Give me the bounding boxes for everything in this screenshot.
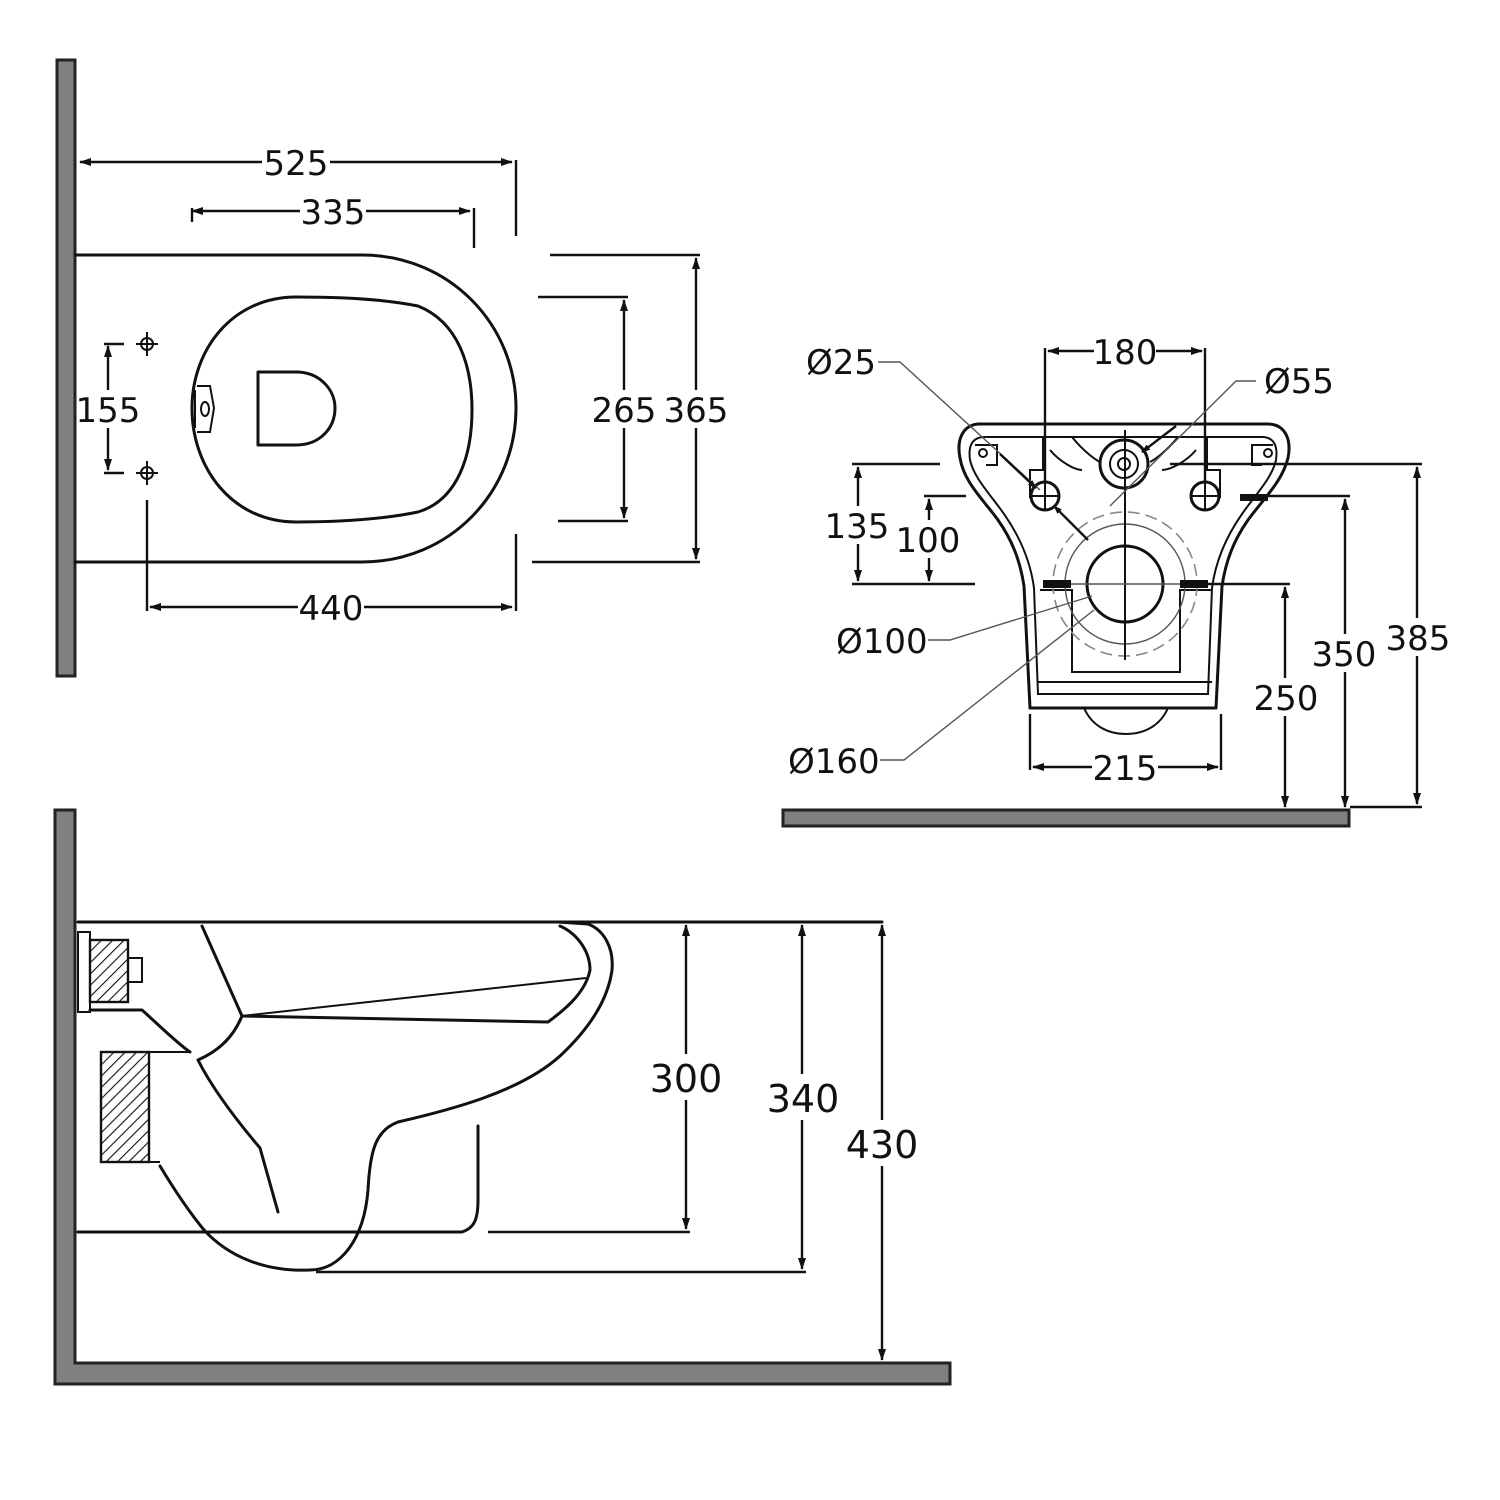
label-dia25: Ø25 [806,343,876,383]
dimension-335: 335 [190,192,476,248]
dimension-365: 365 [532,253,729,564]
corner-pin-right [1263,448,1273,458]
lower-block-edges [149,1051,190,1163]
dimension-135: 135 [825,462,975,586]
dimension-265: 265 [538,295,657,523]
dimension-430: 430 [842,924,922,1361]
inner-frame-back [1029,437,1221,673]
dimension-dia160: Ø160 [788,609,1095,782]
bracket-side [1240,494,1268,501]
flush-hole-top [256,370,337,447]
fixing-bolt-end [127,957,143,983]
lower-fixing-block [99,1050,151,1164]
dimension-dia55: Ø55 [1109,362,1334,507]
dimension-340: 340 [316,924,844,1274]
label-350: 350 [1312,635,1377,675]
side-view: 300 340 430 [53,808,952,1386]
dimension-180: 180 [1043,332,1207,482]
label-430: 430 [846,1123,919,1167]
trap-side [196,1014,280,1214]
dimension-dia100: Ø100 [836,595,1093,662]
label-525: 525 [264,144,329,184]
label-250: 250 [1254,679,1319,719]
dimension-100: 100 [896,494,966,582]
label-dia100: Ø100 [836,622,928,662]
shell-outline-back [957,422,1291,710]
label-215: 215 [1093,749,1158,789]
base-profile-side [76,1124,480,1234]
shell-inner-back [968,436,1278,695]
dimension-250: 250 [1200,582,1319,808]
corner-hook-right [1251,444,1273,466]
hinge-detail [194,385,216,433]
upper-fixing-block [88,938,130,1004]
dimension-dia25: Ø25 [806,343,1089,541]
upper-wall-plate [77,931,91,1013]
water-line [241,977,587,1017]
corner-pin-left [978,448,988,458]
dimension-350: 350 [1246,494,1377,808]
label-180: 180 [1093,333,1158,373]
fixing-hole-upper [136,332,158,356]
dimension-300: 300 [488,924,726,1234]
dimension-385: 385 [1170,462,1451,809]
label-dia55: Ø55 [1264,362,1334,402]
bowl-cavity-side [200,924,592,1024]
label-265: 265 [592,391,657,431]
dimension-440: 440 [145,500,518,629]
label-dia160: Ø160 [788,742,880,782]
seat-opening-top [190,295,474,524]
bracket-right [1180,580,1208,588]
bracket-left [1043,580,1071,588]
label-155: 155 [76,391,141,431]
label-340: 340 [767,1077,840,1121]
label-100: 100 [896,521,961,561]
label-135: 135 [825,507,890,547]
bowl-outline-top [73,253,518,564]
label-440: 440 [299,589,364,629]
label-385: 385 [1386,619,1451,659]
bowl-profile-side [158,920,614,1272]
floor-back-view [781,808,1351,828]
top-view: 525 335 155 265 [55,58,729,678]
trap-inner-side [88,1008,192,1054]
label-335: 335 [301,193,366,233]
back-view: Ø25 180 Ø55 135 100 [781,332,1451,828]
wall-floor-side-view [53,808,952,1386]
dimension-215: 215 [1028,714,1223,789]
label-365: 365 [664,391,729,431]
corner-hook-left [975,444,998,466]
wall-top-view [55,58,77,678]
foot-bulge [1083,707,1169,736]
fixing-hole-lower [136,461,158,485]
dimension-155: 155 [76,342,141,475]
dimension-525: 525 [79,142,518,236]
fixing-hole-right [1189,480,1221,512]
label-300: 300 [650,1057,723,1101]
